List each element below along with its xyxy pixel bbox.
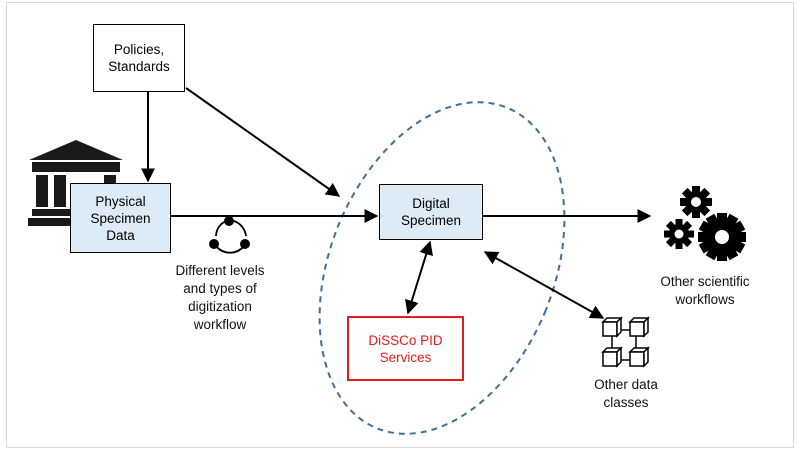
arrow-digital-dataclasses [483, 251, 605, 319]
arrow-digital-pid [405, 240, 433, 315]
physical-specimen-label: Physical Specimen Data [90, 193, 151, 243]
physical-specimen-box: Physical Specimen Data [70, 183, 171, 253]
arrow-policies-to-digital [185, 87, 341, 197]
cycle-icon [209, 216, 250, 254]
data-classes-icon [601, 316, 650, 368]
digitization-label: Different levels and types of digitizati… [175, 263, 265, 332]
workflows-label: Other scientific workflows [660, 274, 750, 307]
policies-label: Policies, Standards [108, 42, 170, 74]
policies-box: Policies, Standards [93, 24, 185, 92]
pid-services-box: DiSSCo PID Services [347, 316, 464, 381]
gears-icon [664, 186, 746, 261]
diagram-frame [6, 2, 794, 448]
pid-services-label: DiSSCo PID Services [368, 332, 443, 365]
digital-specimen-box: Digital Specimen [379, 184, 483, 240]
data-classes-label: Other data classes [594, 377, 658, 410]
digital-scope-ellipse [318, 101, 566, 435]
digital-specimen-label: Digital Specimen [400, 196, 462, 228]
